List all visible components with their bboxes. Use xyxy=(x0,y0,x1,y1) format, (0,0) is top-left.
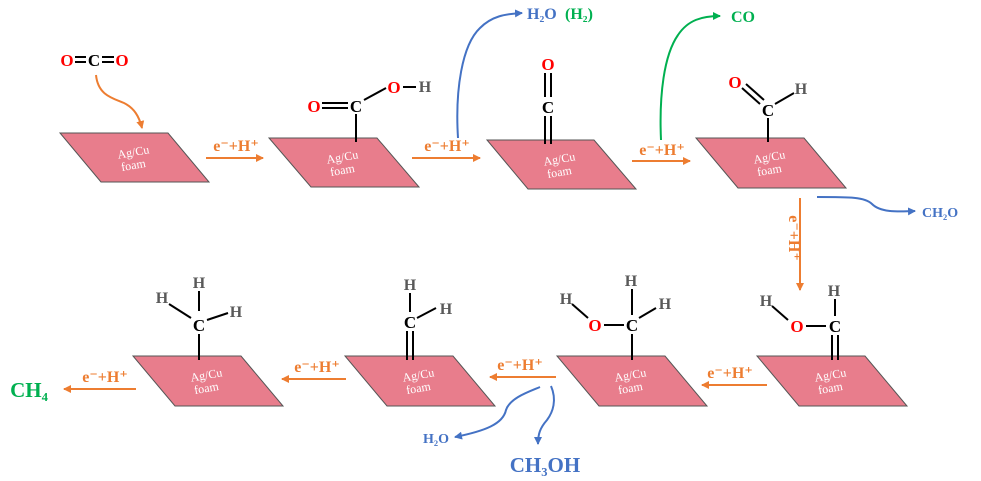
h2coh-oxygen: O xyxy=(588,316,601,335)
surface-label-line2: foam xyxy=(405,379,432,397)
surface-label-line1: Ag/Cu xyxy=(542,149,576,168)
cho-oxygen: O xyxy=(728,73,741,92)
surface-2: Ag/Cu foam xyxy=(267,137,421,188)
reagent-label: e⁻+H⁺ xyxy=(82,369,128,386)
h2-product-label: (H₂) xyxy=(565,6,593,23)
surface-5: Ag/Cu foam xyxy=(755,355,909,407)
ch2-hydrogen-right: H xyxy=(440,301,453,318)
co-oxygen: O xyxy=(541,55,554,74)
surface-6: Ag/Cu foam xyxy=(555,355,709,407)
ch3-hydrogen-right: H xyxy=(230,304,243,321)
h2coh-hydrogen-right: H xyxy=(659,296,672,313)
ch2o-product-label: CH₂O xyxy=(922,206,958,221)
co2-oxygen-right: O xyxy=(115,51,128,70)
co2-carbon: C xyxy=(88,51,100,70)
cooh-hydrogen: H xyxy=(419,79,432,96)
h2o-h2-release-arrow xyxy=(456,9,523,139)
surface-4: Ag/Cu foam xyxy=(694,137,848,189)
reagent-label: e⁻+H⁺ xyxy=(639,142,685,159)
cooh-carbon: C xyxy=(350,97,362,116)
hcoh-oxygen: O xyxy=(790,317,803,336)
co-release-arrow xyxy=(659,12,721,141)
surface-label-line1: Ag/Cu xyxy=(189,365,223,384)
surface-label-line1: Ag/Cu xyxy=(325,147,359,166)
co2-oxygen-left: O xyxy=(60,51,73,70)
surface-label-line1: Ag/Cu xyxy=(116,142,150,161)
ch2-carbon: C xyxy=(404,313,416,332)
cooh-intermediate: O C O H xyxy=(307,78,432,142)
co-product-label: CO xyxy=(731,9,755,26)
step-arrow-6: e⁻+H⁺ xyxy=(489,357,556,381)
ch3oh-release-arrow xyxy=(534,385,555,445)
reagent-label: e⁻+H⁺ xyxy=(497,357,543,374)
hcoh-hydrogen-o: H xyxy=(760,293,773,310)
ch2-intermediate: H C H xyxy=(404,277,453,360)
step-arrow-1: e⁻+H⁺ xyxy=(206,138,264,162)
step-arrow-4: e⁻+H⁺ xyxy=(785,198,804,291)
ch2-hydrogen-top: H xyxy=(404,277,417,294)
hcoh-carbon: C xyxy=(829,317,841,336)
surface-label-line2: foam xyxy=(120,156,147,174)
h2o-release-arrow xyxy=(454,386,541,440)
surface-label-line1: Ag/Cu xyxy=(401,365,435,384)
h2coh-hydrogen-top: H xyxy=(625,273,638,290)
h2coh-carbon: C xyxy=(626,316,638,335)
surface-label-line1: Ag/Cu xyxy=(752,147,786,166)
cooh-oxygen-double: O xyxy=(307,97,320,116)
step-arrow-2: e⁻+H⁺ xyxy=(412,138,481,162)
surface-label-line2: foam xyxy=(617,379,644,397)
step-arrow-3: e⁻+H⁺ xyxy=(632,142,691,165)
h2coh-hydrogen-o: H xyxy=(560,291,573,308)
cho-hydrogen: H xyxy=(795,81,808,98)
h2o-bottom-product-label: H₂O xyxy=(423,432,449,447)
reagent-label: e⁻+H⁺ xyxy=(294,359,340,376)
co-intermediate: O C xyxy=(541,55,555,144)
h2coh-intermediate: H O C H H xyxy=(560,273,672,360)
step-arrow-8: e⁻+H⁺ xyxy=(63,369,136,393)
surface-1: Ag/Cu foam xyxy=(58,132,211,183)
reagent-label: e⁻+H⁺ xyxy=(424,138,470,155)
cooh-oxygen-single: O xyxy=(387,78,400,97)
hcoh-hydrogen-c: H xyxy=(828,283,841,300)
adsorption-arrow xyxy=(95,74,145,129)
co2-molecule: O C O xyxy=(60,51,128,70)
cho-carbon: C xyxy=(762,101,774,120)
ch2o-release-arrow xyxy=(816,196,916,216)
surface-7: Ag/Cu foam xyxy=(343,355,497,407)
surface-8: Ag/Cu foam xyxy=(131,355,285,407)
co-carbon: C xyxy=(542,98,554,117)
step-arrow-7: e⁻+H⁺ xyxy=(281,359,346,383)
h2o-product-label: H₂O xyxy=(527,6,557,23)
surface-label-line2: foam xyxy=(329,161,356,179)
reagent-label: e⁻+H⁺ xyxy=(707,365,753,382)
ch4-product-label: CH₄ xyxy=(10,378,49,402)
hcoh-intermediate: H O C H xyxy=(760,283,841,360)
h2o-h2-product: H₂O (H₂) xyxy=(527,6,593,23)
surface-label-line2: foam xyxy=(756,161,783,179)
ch3-carbon: C xyxy=(193,316,205,335)
ch3oh-product-label: CH₃OH xyxy=(510,453,580,477)
surface-label-line2: foam xyxy=(817,379,844,397)
reagent-label: e⁻+H⁺ xyxy=(785,215,802,261)
surface-label-line1: Ag/Cu xyxy=(613,365,647,384)
cho-intermediate: O C H xyxy=(728,73,808,142)
ch3-hydrogen-top: H xyxy=(193,275,206,292)
surface-3: Ag/Cu foam xyxy=(485,139,638,190)
surface-label-line2: foam xyxy=(193,379,220,397)
surface-label-line1: Ag/Cu xyxy=(813,365,847,384)
step-arrow-5: e⁻+H⁺ xyxy=(701,365,767,389)
surface-label-line2: foam xyxy=(546,163,573,181)
ch3-hydrogen-left: H xyxy=(156,290,169,307)
ch3-intermediate: H H H C xyxy=(156,275,243,360)
reagent-label: e⁻+H⁺ xyxy=(213,138,259,155)
